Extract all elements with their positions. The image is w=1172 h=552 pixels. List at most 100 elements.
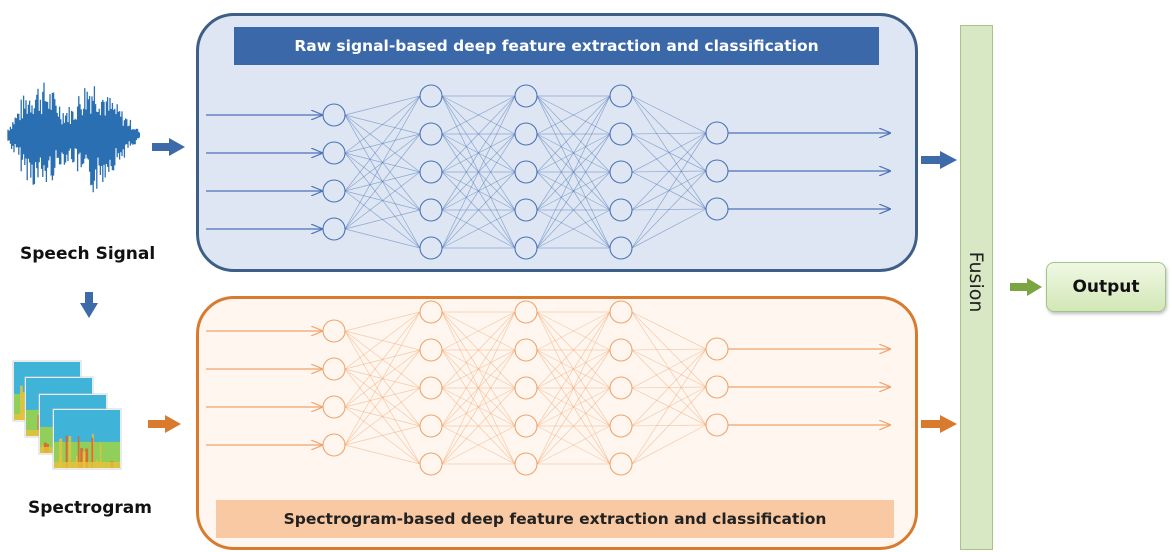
spectrogram-label: Spectrogram	[28, 498, 152, 518]
raw-net-connection	[536, 209, 611, 249]
raw-net-connection	[631, 132, 707, 135]
raw-to-fusion-arrow-icon	[921, 151, 957, 169]
raw-net-node	[609, 122, 633, 146]
raw-net-connection	[344, 95, 421, 192]
raw-net-node	[514, 84, 538, 108]
spec-net-node	[322, 319, 346, 343]
spec-net-connection	[441, 311, 516, 351]
raw-net-connection	[344, 95, 421, 116]
spec-net-connection	[344, 311, 421, 332]
raw-net-connection	[441, 95, 516, 249]
raw-net-connection	[441, 95, 516, 173]
raw-net-connection	[344, 95, 421, 230]
raw-net-node	[419, 160, 443, 184]
raw-net-node	[705, 121, 729, 145]
raw-net-connection	[344, 228, 421, 249]
spectrogram-branch-title: Spectrogram-based deep feature extractio…	[216, 500, 894, 538]
raw-net-node	[609, 84, 633, 108]
raw-net-node	[609, 160, 633, 184]
raw-net-connection	[536, 171, 611, 249]
spec-net-node	[609, 376, 633, 400]
spec-to-fusion-arrow-icon	[921, 415, 957, 433]
spec-net-node	[609, 300, 633, 324]
raw-net-connection	[536, 95, 611, 135]
spec-net-connection	[631, 386, 707, 465]
spec-net-node	[419, 376, 443, 400]
raw-net-node	[514, 160, 538, 184]
spec-net-node	[322, 433, 346, 457]
spec-net-node	[609, 452, 633, 476]
raw-net-node	[514, 236, 538, 260]
raw-net-node	[419, 122, 443, 146]
spec-net-connection	[344, 349, 421, 446]
spec-net-connection	[344, 311, 421, 446]
raw-neural-network	[206, 84, 890, 260]
spec-net-connection	[536, 311, 611, 465]
raw-net-connection	[441, 171, 516, 249]
spec-net-connection	[631, 348, 707, 389]
raw-net-node	[514, 122, 538, 146]
raw-net-connection	[441, 95, 516, 211]
fusion-label: Fusion	[965, 251, 987, 313]
spec-net-node	[705, 337, 729, 361]
spectrogram-neural-network	[206, 300, 890, 476]
raw-net-node	[322, 141, 346, 165]
spectrogram-image	[12, 360, 122, 470]
spec-net-connection	[441, 425, 516, 465]
spec-net-connection	[536, 311, 611, 351]
spec-net-connection	[441, 387, 516, 465]
spec-net-node	[514, 376, 538, 400]
spec-net-node	[609, 338, 633, 362]
spec-net-connection	[441, 349, 516, 465]
spec-net-connection	[344, 311, 421, 370]
spec-net-connection	[536, 311, 611, 427]
spec-net-connection	[536, 387, 611, 465]
spec-net-connection	[441, 311, 516, 427]
spec-net-node	[322, 357, 346, 381]
raw-net-connection	[631, 132, 707, 173]
speech-waveform-image	[7, 82, 140, 193]
speech-to-raw-arrow-icon	[152, 138, 185, 156]
spec-net-node	[514, 452, 538, 476]
speech-signal-label: Speech Signal	[20, 244, 156, 264]
spec-net-node	[514, 300, 538, 324]
raw-net-connection	[441, 209, 516, 249]
spec-net-node	[609, 414, 633, 438]
spec-net-connection	[536, 349, 611, 465]
spec-net-connection	[631, 424, 707, 465]
raw-net-connection	[344, 133, 421, 230]
raw-net-node	[322, 179, 346, 203]
spec-net-connection	[631, 348, 707, 351]
raw-net-node	[609, 236, 633, 260]
raw-net-node	[419, 198, 443, 222]
spec-net-connection	[631, 311, 707, 350]
spectrogram-to-spec-arrow-icon	[148, 415, 181, 433]
raw-net-connection	[344, 95, 421, 154]
raw-branch-title: Raw signal-based deep feature extraction…	[234, 27, 879, 65]
spec-net-connection	[441, 311, 516, 389]
raw-net-connection	[536, 95, 611, 173]
spec-net-node	[419, 452, 443, 476]
spec-net-node	[322, 395, 346, 419]
raw-net-node	[322, 217, 346, 241]
spec-net-node	[419, 414, 443, 438]
raw-net-connection	[536, 95, 611, 211]
raw-net-connection	[631, 95, 707, 134]
spec-net-connection	[631, 348, 707, 465]
spec-net-connection	[631, 348, 707, 427]
spec-net-connection	[344, 311, 421, 408]
spec-net-connection	[441, 311, 516, 465]
raw-net-connection	[536, 95, 611, 249]
spec-net-node	[514, 414, 538, 438]
fusion-bar	[960, 25, 993, 550]
spec-net-node	[705, 413, 729, 437]
raw-net-connection	[631, 132, 707, 249]
spec-net-node	[514, 338, 538, 362]
raw-net-node	[514, 198, 538, 222]
raw-net-node	[419, 84, 443, 108]
spec-net-connection	[344, 387, 421, 446]
spec-net-node	[705, 375, 729, 399]
spec-net-connection	[344, 444, 421, 465]
